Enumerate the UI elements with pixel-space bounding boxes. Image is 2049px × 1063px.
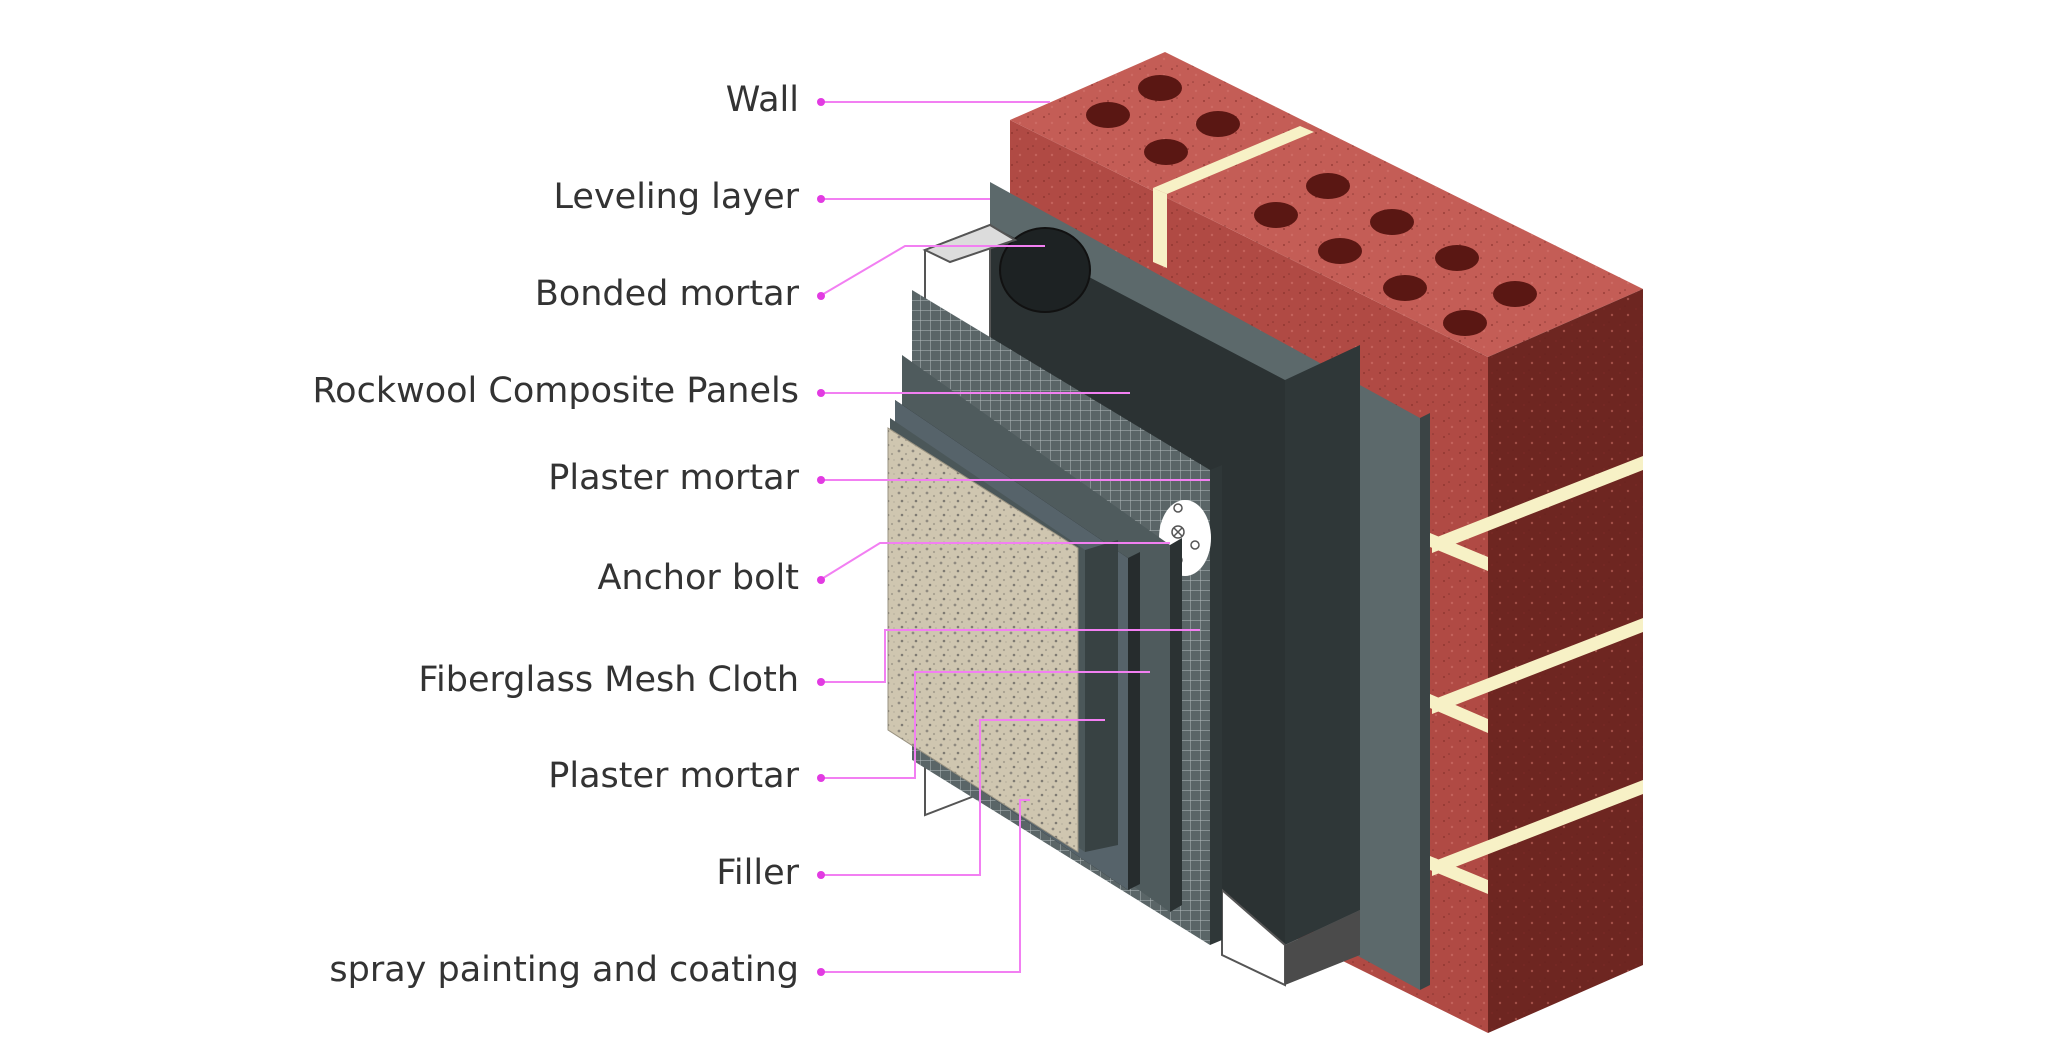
leader-line bbox=[820, 719, 1105, 876]
leader-dot bbox=[817, 678, 825, 686]
label-spray-painting-and-coating: spray painting and coating bbox=[329, 950, 799, 990]
leader-line bbox=[819, 245, 1045, 297]
leader-line bbox=[819, 542, 1170, 581]
leader-line bbox=[820, 629, 1200, 683]
label-bonded-mortar: Bonded mortar bbox=[534, 274, 799, 314]
leader-dot bbox=[817, 576, 825, 584]
label-wall: Wall bbox=[725, 80, 799, 120]
mortar-joints bbox=[1153, 126, 1643, 894]
label-rockwool-composite-panels: Rockwool Composite Panels bbox=[312, 371, 799, 411]
label-anchor-bolt: Anchor bolt bbox=[597, 558, 799, 598]
bonded-mortar-spot bbox=[999, 227, 1091, 313]
label-leveling-layer: Leveling layer bbox=[553, 177, 799, 217]
label-plaster-mortar-2: Plaster mortar bbox=[548, 756, 799, 796]
leader-line bbox=[820, 671, 1150, 779]
leader-dot bbox=[817, 774, 825, 782]
leader-lines bbox=[817, 98, 1210, 976]
leader-line bbox=[820, 799, 1030, 973]
leader-dot bbox=[817, 195, 825, 203]
leader-dot bbox=[817, 98, 825, 106]
leader-dot bbox=[817, 292, 825, 300]
leader-dot bbox=[817, 871, 825, 879]
leader-dot bbox=[817, 968, 825, 976]
leader-dot bbox=[817, 476, 825, 484]
label-filler: Filler bbox=[716, 853, 799, 893]
label-plaster-mortar-1: Plaster mortar bbox=[548, 458, 799, 498]
leader-dot bbox=[817, 389, 825, 397]
label-fiberglass-mesh-cloth: Fiberglass Mesh Cloth bbox=[418, 660, 799, 700]
brick-holes bbox=[1086, 75, 1537, 336]
